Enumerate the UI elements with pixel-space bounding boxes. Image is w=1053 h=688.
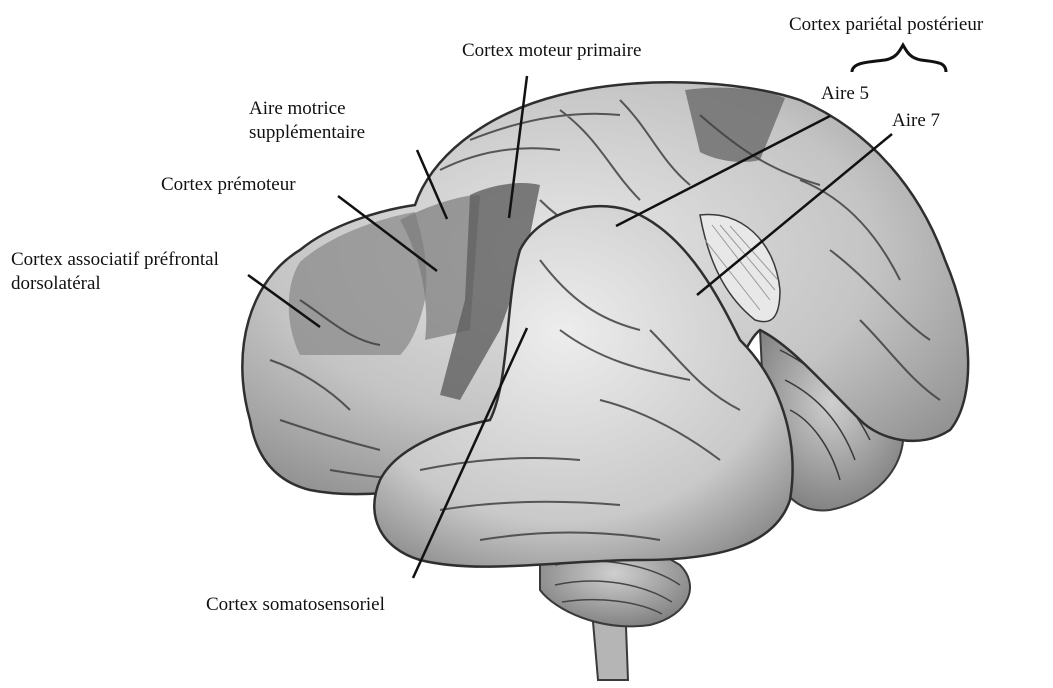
- label-aire-7: Aire 7: [892, 110, 940, 132]
- label-aire-motrice-line1: Aire motrice: [249, 98, 346, 120]
- label-cortex-premoteur: Cortex prémoteur: [161, 174, 296, 196]
- label-cortex-associatif-line2: dorsolatéral: [11, 273, 101, 295]
- label-cortex-moteur-primaire: Cortex moteur primaire: [462, 40, 641, 62]
- label-cortex-associatif-line1: Cortex associatif préfrontal: [11, 249, 219, 271]
- label-aire-motrice-line2: supplémentaire: [249, 122, 365, 144]
- prefrontal-region: [289, 212, 427, 355]
- label-aire-5: Aire 5: [821, 83, 869, 105]
- parietal-brace: [852, 45, 946, 72]
- label-cortex-somatosensoriel: Cortex somatosensoriel: [206, 594, 385, 616]
- label-cortex-parietal-posterieur: Cortex pariétal postérieur: [789, 14, 983, 36]
